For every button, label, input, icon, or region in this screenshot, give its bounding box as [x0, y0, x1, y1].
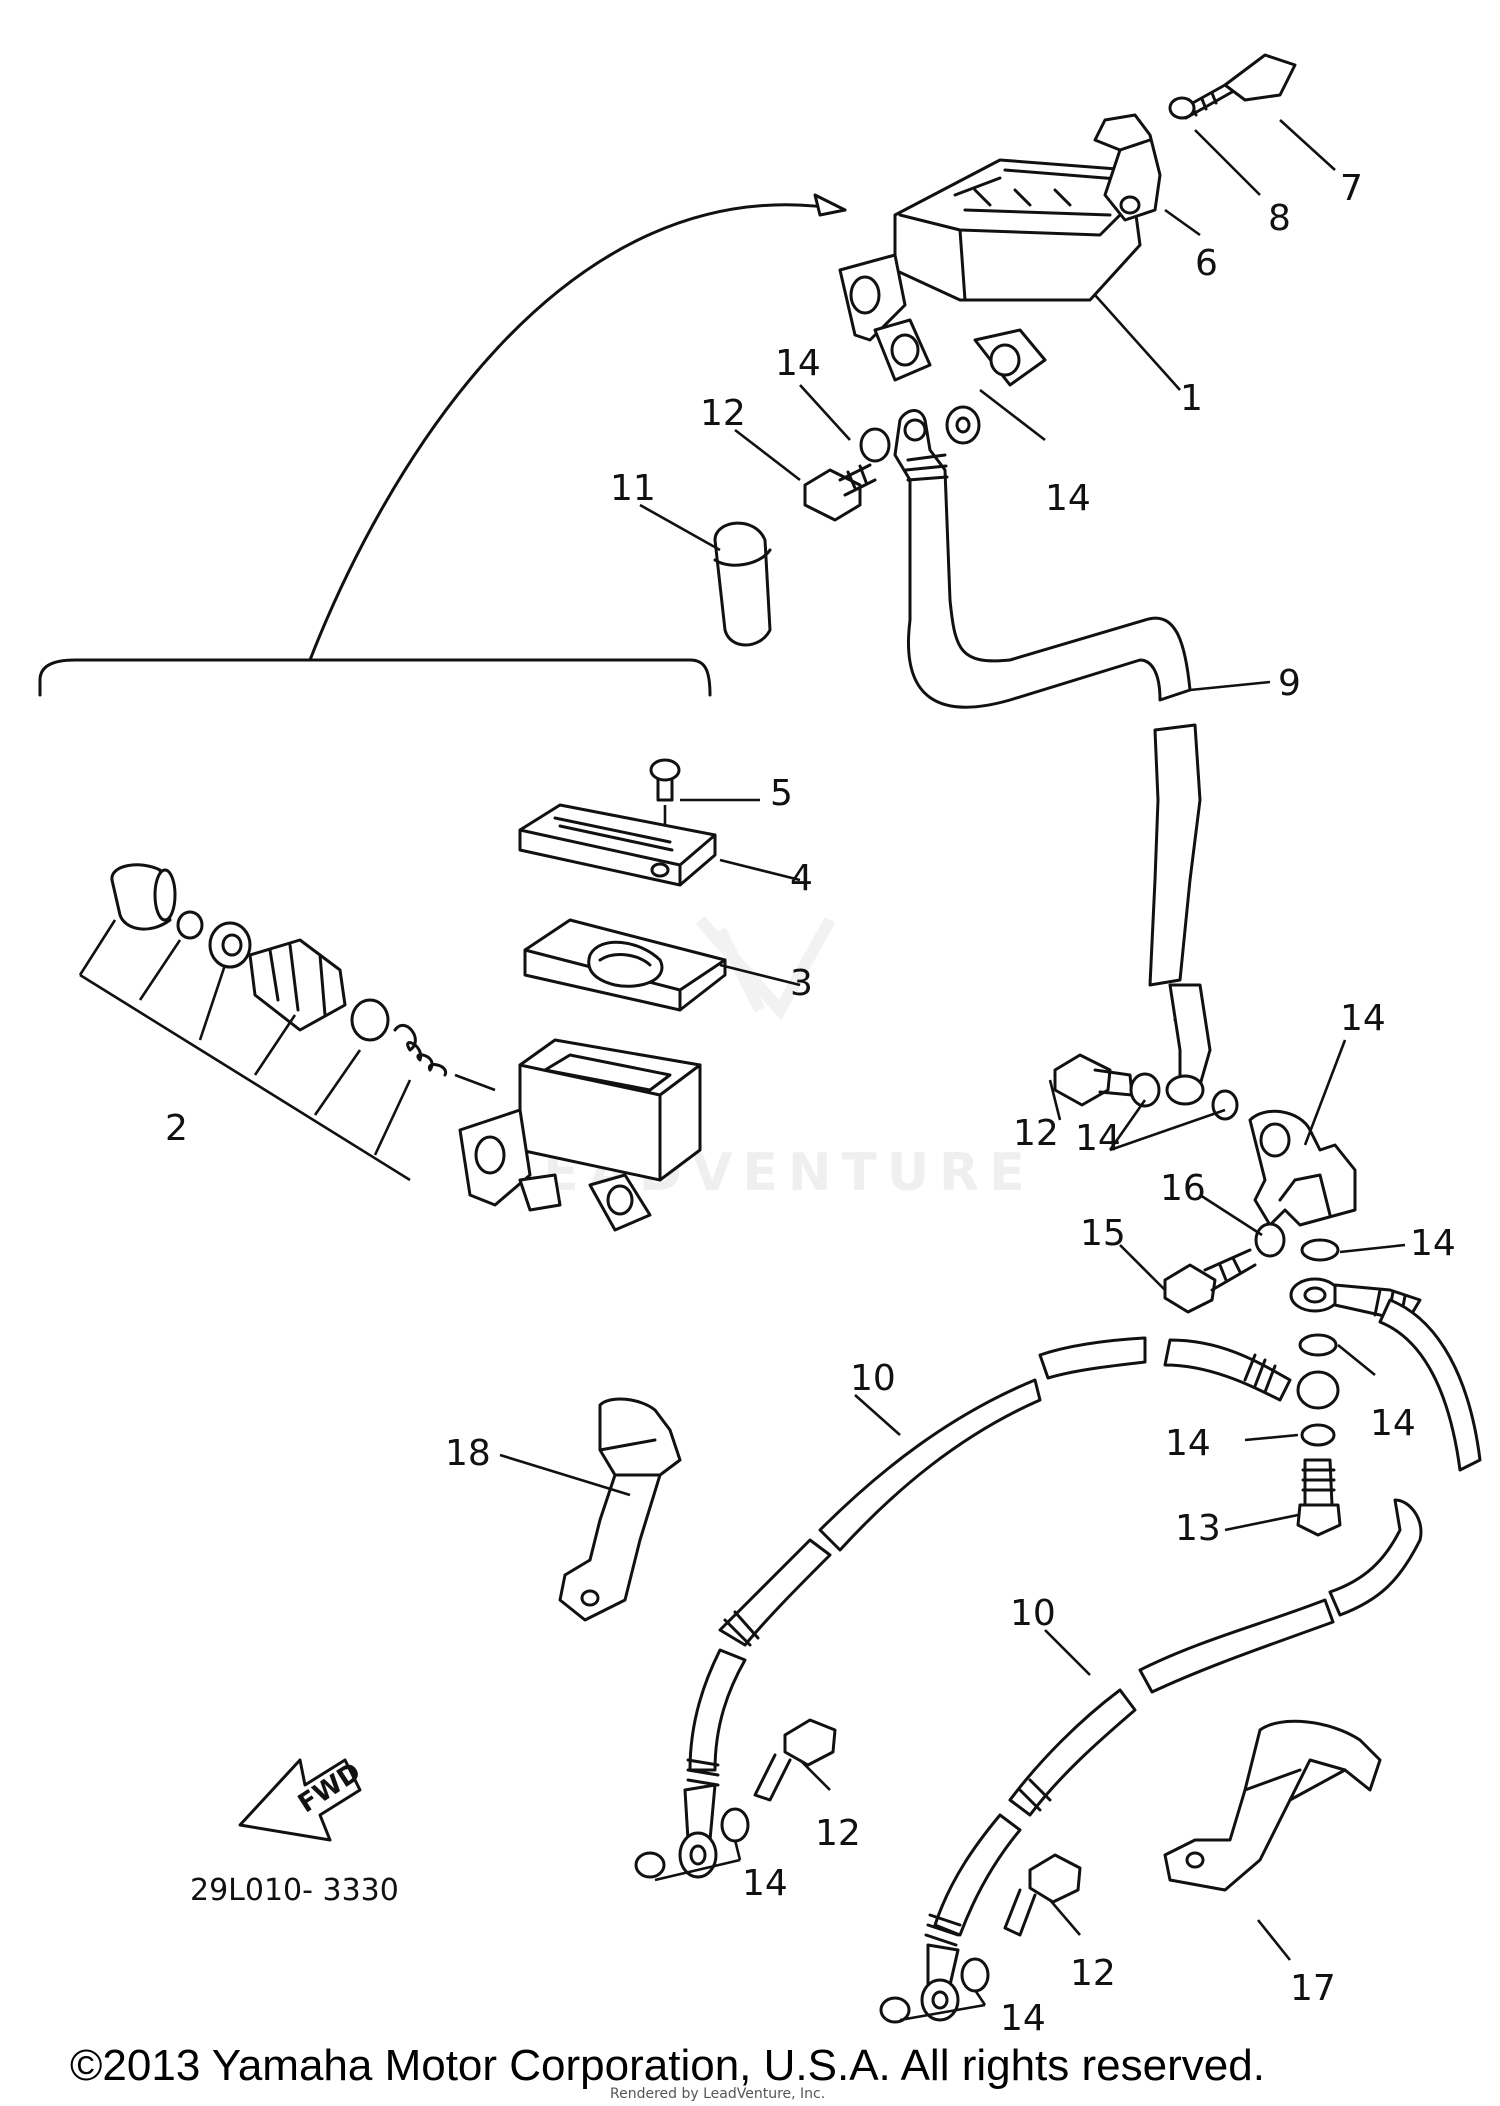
washer-part-14-lower-left-a — [634, 1851, 666, 1879]
callout-curve — [308, 203, 847, 662]
brake-hose-part-10-left — [678, 1336, 1292, 1879]
washer-part-14-lower-left-b — [720, 1807, 750, 1843]
part-label: 2 — [165, 1108, 188, 1149]
master-cylinder-body — [458, 1038, 702, 1232]
part-label: 7 — [1340, 168, 1363, 209]
part-label: 4 — [790, 858, 813, 899]
diaphragm-part-3 — [523, 918, 727, 1012]
brake-hose-part-10-right — [920, 1298, 1482, 2022]
part-label: 17 — [1290, 1968, 1336, 2009]
piston-kit-part-2 — [78, 863, 496, 1182]
part-label: 12 — [815, 1813, 861, 1854]
clamp-part-6 — [1093, 113, 1162, 222]
part-label: 14 — [1165, 1423, 1211, 1464]
washer-part-14-middle-right — [1211, 1089, 1239, 1121]
part-label: 5 — [770, 773, 793, 814]
part-label: 14 — [1370, 1403, 1416, 1444]
part-label: 6 — [1195, 243, 1218, 284]
copyright-notice: ©2013 Yamaha Motor Corporation, U.S.A. A… — [70, 2041, 1265, 2090]
bracket-part-18 — [1163, 1719, 1382, 1892]
union-bolt-part-12-middle — [1053, 1053, 1134, 1107]
washer-part-17 — [1254, 1222, 1286, 1258]
drawing-number: 29L010- 3330 — [190, 1873, 399, 1908]
bracket-part-19 — [558, 1397, 682, 1622]
part-label: 12 — [1013, 1113, 1059, 1154]
washer-part-14-stack-1 — [1300, 1238, 1340, 1262]
part-label: 10 — [1010, 1593, 1056, 1634]
union-bolt-part-13 — [1296, 1458, 1342, 1537]
cap-part-11 — [713, 521, 772, 647]
part-label: 9 — [1278, 663, 1301, 704]
part-label: 14 — [1000, 1998, 1046, 2039]
rendered-by-note: Rendered by LeadVenture, Inc. — [610, 2086, 825, 2102]
reservoir-cover-part-4 — [518, 803, 717, 887]
washer-part-14-middle-left — [1129, 1072, 1161, 1108]
washer-part-14-stack-2 — [1298, 1333, 1338, 1357]
leader-lines — [499, 119, 1406, 2022]
screw-part-5 — [649, 758, 681, 870]
part-label: 14 — [1410, 1223, 1456, 1264]
washer-part-8 — [1168, 96, 1196, 120]
washer-part-14-stack-4 — [1300, 1423, 1336, 1447]
part-label: 12 — [700, 393, 746, 434]
part-label: 16 — [1160, 1168, 1206, 1209]
washer-part-14-lower-right-a — [879, 1996, 911, 2024]
part-label: 3 — [790, 963, 813, 1004]
part-label: 13 — [1175, 1508, 1221, 1549]
master-cylinder-assembly — [838, 158, 1142, 387]
callout-arrowhead — [813, 193, 847, 217]
part-label: 14 — [1075, 1118, 1121, 1159]
union-bolt-part-12-top — [803, 463, 877, 522]
union-bolt-part-12-lower-right — [1003, 1853, 1082, 1937]
bolt-part-16 — [1163, 1248, 1257, 1314]
part-label: 12 — [1070, 1953, 1116, 1994]
washer-part-14-stack-3 — [1296, 1370, 1340, 1410]
part-label: 18 — [445, 1433, 491, 1474]
part-label: 15 — [1080, 1213, 1126, 1254]
part-label: 8 — [1268, 198, 1291, 239]
washer-part-14-top-left — [859, 427, 891, 463]
brake-hose-part-9 — [893, 409, 1212, 1106]
washer-part-14-lower-right-b — [960, 1957, 990, 1993]
callout-bracket — [38, 658, 712, 697]
part-label: 14 — [742, 1863, 788, 1904]
part-label: 10 — [850, 1358, 896, 1399]
joint-part-15 — [1248, 1109, 1357, 1227]
part-label: 1 — [1180, 378, 1203, 419]
part-labels: 1 2 3 4 5 6 7 8 9 10 10 11 12 12 12 12 1… — [165, 168, 1456, 2039]
part-label: 11 — [610, 468, 656, 509]
bolt-part-7 — [1178, 53, 1297, 120]
union-bolt-part-12-lower-left — [753, 1718, 837, 1802]
fwd-arrow[interactable]: FWD — [238, 1757, 366, 1842]
part-label: 14 — [775, 343, 821, 384]
washer-part-14-top-right — [945, 405, 981, 445]
part-label: 14 — [1340, 998, 1386, 1039]
part-label: 14 — [1045, 478, 1091, 519]
